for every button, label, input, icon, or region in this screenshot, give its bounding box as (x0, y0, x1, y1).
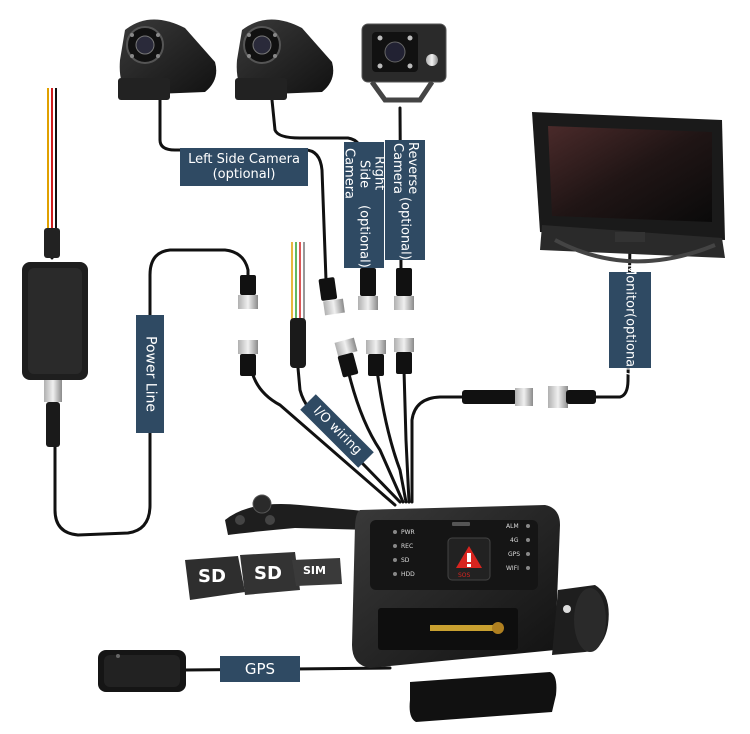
monitor-label-line2: (optional) (622, 313, 638, 377)
monitor-cable (588, 238, 632, 399)
indicator-hdd: HDD (401, 571, 415, 578)
indicator-alm: ALM (506, 523, 519, 530)
reverse-camera-label-line2: (optional) (397, 197, 413, 260)
sd-card-1-label: SD (198, 566, 226, 587)
indicator-4g: 4G (510, 537, 519, 544)
reverse-cam-to-device-cable (402, 368, 411, 504)
left-camera-cable (158, 98, 328, 282)
right-side-camera-label-line1: Right Side Camera (341, 148, 387, 200)
indicator-wifi: WIFI (506, 565, 519, 572)
monitor-device-cable (410, 395, 472, 504)
left-side-camera-label-line1: Left Side Camera (188, 152, 300, 167)
right-side-camera (235, 19, 334, 100)
connectors-lower (238, 337, 414, 378)
left-side-camera-label: Left Side Camera (optional) (180, 148, 308, 186)
mount-bracket (225, 494, 375, 535)
monitor-label-line1: Monitor (622, 263, 638, 314)
io-wires (290, 242, 306, 368)
left-cam-to-device-cable (346, 368, 405, 504)
sim-card-label: SIM (303, 564, 326, 577)
left-side-camera-label-line2: (optional) (212, 167, 276, 182)
gps-label-text: GPS (244, 660, 276, 678)
left-side-camera (118, 19, 217, 100)
sd-card-2-label: SD (254, 563, 282, 584)
indicator-sd: SD (401, 557, 410, 564)
indicator-pwr: PWR (401, 529, 415, 536)
power-line-label: Power Line (136, 315, 164, 433)
monitor-connector (462, 386, 596, 408)
storage-cards (185, 552, 342, 600)
gps-module (98, 650, 186, 692)
right-side-camera-label: Right Side Camera (optional) (341, 142, 387, 268)
reverse-camera-label: Reverse Camera (optional) (385, 140, 425, 260)
reverse-camera (361, 23, 447, 103)
reverse-camera-label-line1: Reverse Camera (390, 142, 420, 195)
indicator-gps: GPS (508, 551, 521, 558)
right-cam-to-device-cable (375, 368, 408, 504)
gps-label: GPS (220, 656, 300, 682)
connectors-upper (238, 268, 414, 316)
dvr-device (352, 505, 609, 722)
power-line-label-text: Power Line (142, 336, 159, 412)
monitor (532, 112, 725, 264)
right-side-camera-label-line2: (optional) (356, 205, 372, 268)
sos-label: SOS (458, 572, 471, 579)
power-box (22, 88, 88, 447)
indicator-rec: REC (401, 543, 414, 550)
monitor-label: Monitor (optional) (609, 264, 651, 376)
